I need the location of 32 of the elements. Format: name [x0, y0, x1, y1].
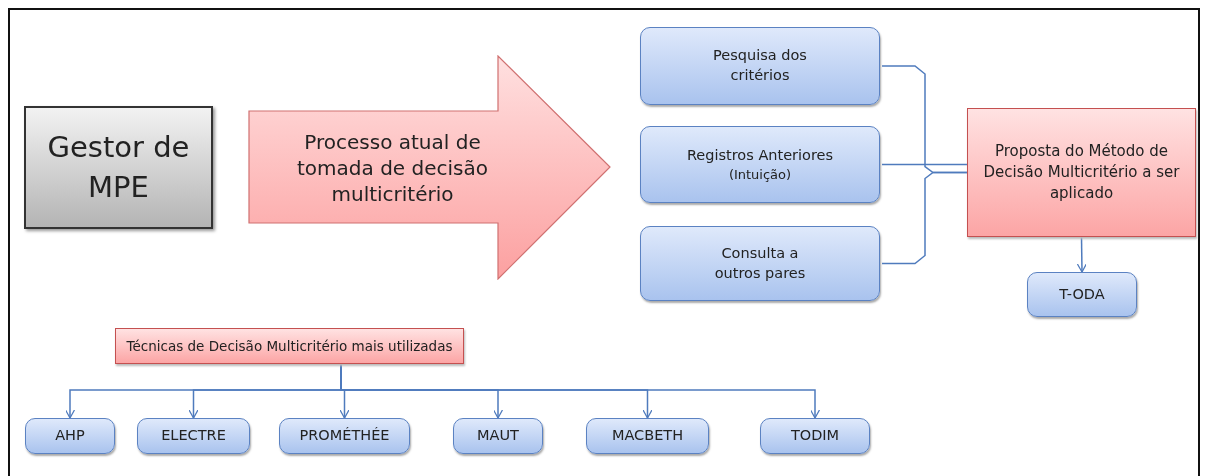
rounded-box [25, 418, 115, 454]
rounded-box [586, 418, 709, 454]
rounded-box [640, 126, 880, 203]
node-subtext: (Intuição) [728, 165, 792, 184]
rounded-box [279, 418, 410, 454]
rounded-box [640, 226, 880, 301]
node-text: MACBETH [611, 426, 684, 446]
arrow [1076, 236, 1087, 273]
brace-line [881, 171, 968, 265]
node-text: ELECTRE [161, 426, 226, 446]
rounded-box [1027, 272, 1137, 317]
node-text: Registros Anteriores [686, 145, 834, 165]
node-text: Consulta a outros pares [713, 243, 807, 283]
node-text: PROMÉTHÉE [299, 426, 390, 446]
node-text: MAUT [477, 426, 519, 446]
brace-line [881, 163, 968, 166]
rounded-box [453, 418, 543, 454]
actor-box [24, 106, 213, 229]
highlight-box [967, 108, 1196, 237]
rounded-box [760, 418, 870, 454]
node-text: AHP [55, 426, 85, 446]
node-text: Pesquisa dos critérios [712, 46, 808, 85]
node-text: T-ODA [1059, 284, 1105, 304]
node-text: TODIM [790, 426, 840, 446]
node-text: Gestor de MPE [46, 129, 191, 206]
rounded-box [137, 418, 250, 454]
block-arrow [248, 55, 612, 280]
node-text: Processo atual de tomada de decisão multicritério [296, 128, 489, 207]
node-text: Técnicas de Decisão Multicritério mais utilizadas [126, 336, 453, 356]
highlight-box [115, 328, 464, 364]
rounded-box [640, 27, 880, 105]
node-text: Proposta do Método de Decisão Multicritério a ser aplicado [982, 141, 1181, 204]
